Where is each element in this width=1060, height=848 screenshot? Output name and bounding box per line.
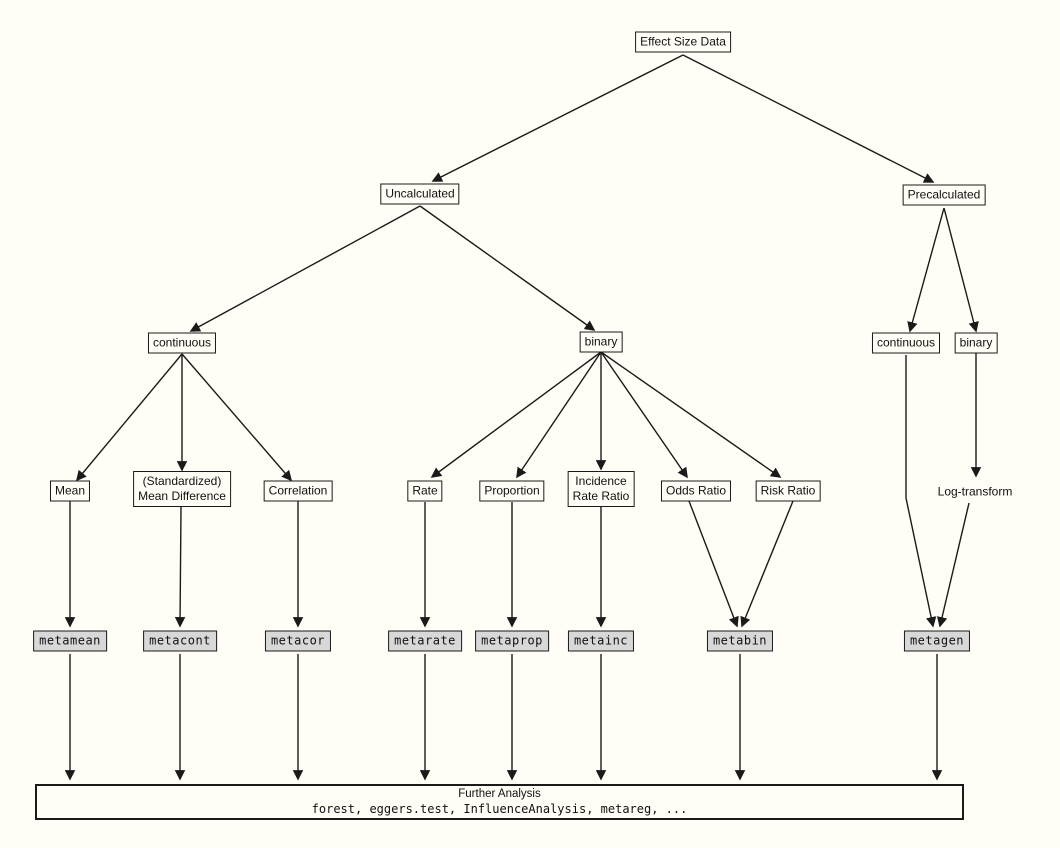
node-metacor-function: metacor <box>264 630 332 652</box>
node-binary-precalculated: binary <box>954 332 998 354</box>
node-metamean-function: metamean <box>33 630 107 652</box>
node-incidence-rate-ratio: Incidence Rate Ratio <box>567 471 635 507</box>
smd-line2: Mean Difference <box>138 489 226 503</box>
node-precalculated: Precalculated <box>902 184 986 206</box>
irr-line1: Incidence <box>575 474 627 488</box>
node-effect-size-data: Effect Size Data <box>635 31 731 53</box>
node-log-transform: Log-transform <box>937 484 1013 499</box>
node-uncalculated: Uncalculated <box>380 183 460 205</box>
node-metabin-function: metabin <box>706 630 774 652</box>
node-metainc-function: metainc <box>567 630 635 652</box>
node-proportion: Proportion <box>479 480 545 502</box>
node-mean: Mean <box>49 480 91 502</box>
smd-line1: (Standardized) <box>142 474 222 488</box>
node-continuous-uncalculated: continuous <box>147 332 217 354</box>
irr-line2: Rate Ratio <box>572 489 630 503</box>
node-rate: Rate <box>407 480 443 502</box>
node-risk-ratio: Risk Ratio <box>755 480 821 502</box>
node-metaprop-function: metaprop <box>475 630 549 652</box>
node-standardized-mean-difference: (Standardized) Mean Difference <box>133 471 231 507</box>
node-metarate-function: metarate <box>388 630 462 652</box>
node-metagen-function: metagen <box>903 630 971 652</box>
node-metacont-function: metacont <box>143 630 217 652</box>
node-continuous-precalculated: continuous <box>871 332 941 354</box>
further-analysis-box: Further Analysis forest, eggers.test, In… <box>35 784 964 820</box>
node-odds-ratio: Odds Ratio <box>660 480 732 502</box>
further-analysis-functions: forest, eggers.test, InfluenceAnalysis, … <box>311 801 688 816</box>
node-correlation: Correlation <box>263 480 333 502</box>
further-analysis-title: Further Analysis <box>458 788 541 800</box>
node-binary-uncalculated: binary <box>579 331 623 353</box>
